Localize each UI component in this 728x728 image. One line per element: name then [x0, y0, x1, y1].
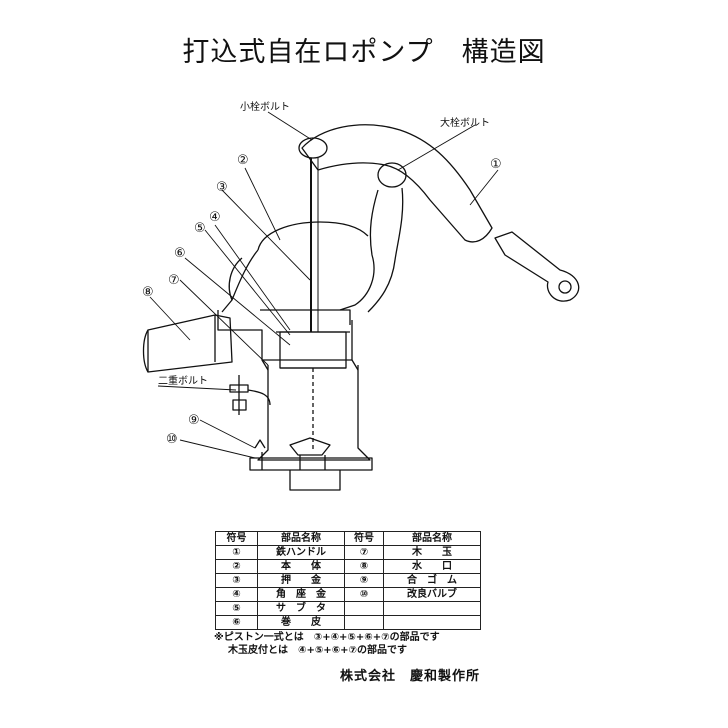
table-cell: 押 金: [257, 573, 345, 588]
table-cell: 鉄ハンドル: [257, 545, 345, 560]
page-title: 打込式自在ロポンプ 構造図: [182, 37, 546, 68]
table-cell: [383, 601, 481, 616]
table-cell: ⑨: [344, 573, 384, 588]
improved-valve: [289, 437, 331, 456]
cylinder: [257, 365, 371, 461]
table-cell: ⑥: [215, 615, 258, 630]
small-bolt-label: 小栓ボルト: [240, 100, 290, 113]
large-bolt-eye: [377, 162, 407, 188]
table-cell: ①: [215, 545, 258, 560]
table-row: ⑤ サ ブ タ: [215, 601, 481, 616]
table-cell: ③: [215, 573, 258, 588]
table-row: ⑥ 巻 皮: [215, 615, 481, 630]
spout: [147, 314, 233, 373]
header-name-2: 部品名称: [383, 531, 481, 546]
double-bolt: [229, 375, 249, 415]
base: [254, 439, 266, 470]
table-row: ② 本 体 ⑧ 水 口: [215, 559, 481, 574]
table-cell: 角 座 金: [257, 587, 345, 602]
header-code-2: 符号: [344, 531, 384, 546]
callout-9: ⑨: [188, 413, 200, 428]
callout-6: ⑥: [174, 246, 186, 261]
table-header-row: 符号 部品名称 符号 部品名称: [215, 531, 481, 546]
pump-neck: [339, 189, 379, 311]
pump-body: [217, 310, 353, 361]
callout-4: ④: [209, 210, 221, 225]
large-bolt-label: 大栓ボルト: [440, 116, 490, 129]
callout-2: ②: [237, 153, 249, 168]
callout-7: ⑦: [168, 273, 180, 288]
table-cell: ④: [215, 587, 258, 602]
table-cell: ⑤: [215, 601, 258, 616]
table-cell: 改良バルブ: [383, 587, 481, 602]
table-row: ④ 角 座 金 ⑩ 改良バルブ: [215, 587, 481, 602]
table-cell: 合 ゴ ム: [383, 573, 481, 588]
table-row: ① 鉄ハンドル ⑦ 木 玉: [215, 545, 481, 560]
parts-table: 符号 部品名称 符号 部品名称 ① 鉄ハンドル ⑦ 木 玉 ② 本 体 ⑧ 水 …: [215, 531, 481, 630]
double-bolt-label: 二重ボルト: [158, 374, 208, 387]
note-ball-with-leather: 木玉皮付とは ④+⑤+⑥+⑦の部品です: [228, 645, 408, 656]
small-bolt-eye: [298, 137, 328, 159]
header-code-1: 符号: [215, 531, 258, 546]
piston: [279, 331, 347, 369]
table-cell: [344, 615, 384, 630]
manufacturer-name: 株式会社 慶和製作所: [340, 669, 481, 684]
callout-8: ⑧: [142, 285, 154, 300]
note-piston-set: ※ピストン一式とは ③+④+⑤+⑥+⑦の部品です: [214, 632, 440, 643]
notes: ※ピストン一式とは ③+④+⑤+⑥+⑦の部品です 木玉皮付とは ④+⑤+⑥+⑦の…: [214, 631, 440, 657]
table-cell: ⑦: [344, 545, 384, 560]
callout-1: ①: [490, 157, 502, 172]
table-cell: サ ブ タ: [257, 601, 345, 616]
table-cell: [383, 615, 481, 630]
handle-arm: [301, 124, 493, 243]
callout-10: ⑩: [166, 432, 178, 447]
table-cell: 木 玉: [383, 545, 481, 560]
table-cell: 本 体: [257, 559, 345, 574]
callout-3: ③: [216, 180, 228, 195]
pump-body-dome: [257, 221, 369, 251]
table-cell: ②: [215, 559, 258, 574]
table-cell: 水 口: [383, 559, 481, 574]
table-cell: [344, 601, 384, 616]
header-name-1: 部品名称: [257, 531, 345, 546]
handle-grip: [494, 231, 580, 302]
table-row: ③ 押 金 ⑨ 合 ゴ ム: [215, 573, 481, 588]
table-cell: 巻 皮: [257, 615, 345, 630]
table-cell: ⑩: [344, 587, 384, 602]
callout-5: ⑤: [194, 221, 206, 236]
table-cell: ⑧: [344, 559, 384, 574]
